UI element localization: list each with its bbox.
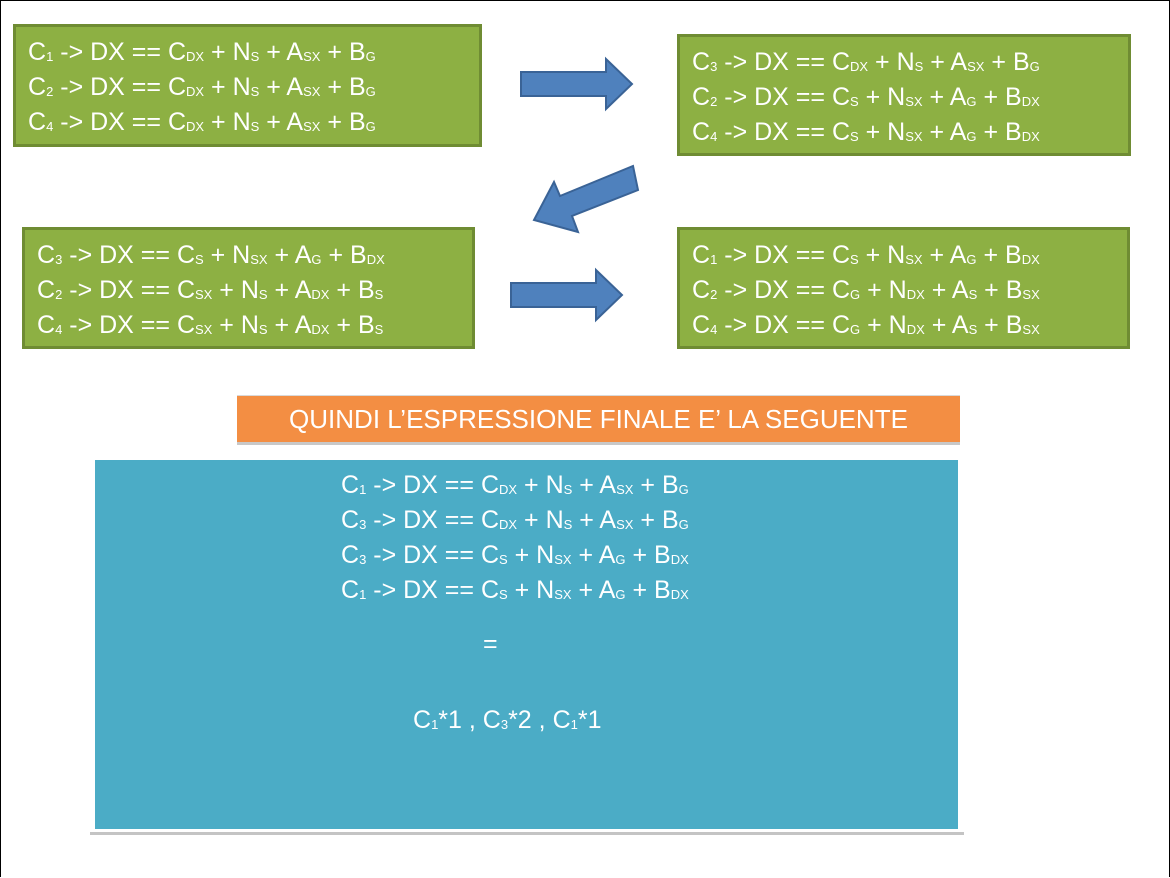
final-expression-line: C3 -> DX == CDX + NS + ASX + BG (341, 506, 689, 534)
right-arrow-icon (510, 267, 624, 323)
expression-line: C4 -> DX == CG + NDX + AS + BSX (692, 311, 1040, 339)
right-arrow-icon (520, 56, 634, 112)
final-expression-line: C1 -> DX == CS + NSX + AG + BDX (341, 576, 689, 604)
expression-box-1: C1 -> DX == CDX + NS + ASX + BG C2 -> DX… (13, 24, 482, 147)
expression-line: C3 -> DX == CDX + NS + ASX + BG (692, 48, 1040, 76)
final-result: C1*1 , C3*2 , C1*1 (413, 706, 602, 734)
expression-line: C3 -> DX == CS + NSX + AG + BDX (37, 241, 385, 269)
expression-line: C1 -> DX == CDX + NS + ASX + BG (28, 38, 376, 66)
expression-box-2: C3 -> DX == CDX + NS + ASX + BG C2 -> DX… (677, 34, 1131, 156)
expression-line: C4 -> DX == CS + NSX + AG + BDX (692, 118, 1040, 146)
final-box-shadow (90, 832, 964, 835)
final-expression-line: C3 -> DX == CS + NSX + AG + BDX (341, 541, 689, 569)
expression-line: C4 -> DX == CSX + NS + ADX + BS (37, 311, 384, 339)
final-expression-box: C1 -> DX == CDX + NS + ASX + BG C3 -> DX… (95, 460, 958, 829)
expression-line: C2 -> DX == CDX + NS + ASX + BG (28, 73, 376, 101)
expression-box-4: C1 -> DX == CS + NSX + AG + BDX C2 -> DX… (677, 227, 1130, 349)
expression-box-3: C3 -> DX == CS + NSX + AG + BDX C2 -> DX… (22, 227, 475, 349)
conclusion-banner-text: QUINDI L’ESPRESSIONE FINALE E’ LA SEGUEN… (289, 403, 908, 434)
final-expression-line: C1 -> DX == CDX + NS + ASX + BG (341, 471, 689, 499)
expression-line: C2 -> DX == CSX + NS + ADX + BS (37, 276, 384, 304)
down-left-arrow-icon (532, 164, 640, 234)
expression-line: C2 -> DX == CG + NDX + AS + BSX (692, 276, 1040, 304)
expression-line: C2 -> DX == CS + NSX + AG + BDX (692, 83, 1040, 111)
conclusion-banner: QUINDI L’ESPRESSIONE FINALE E’ LA SEGUEN… (237, 396, 960, 442)
expression-line: C1 -> DX == CS + NSX + AG + BDX (692, 241, 1040, 269)
equals-sign: = (483, 630, 498, 658)
expression-line: C4 -> DX == CDX + NS + ASX + BG (28, 108, 376, 136)
